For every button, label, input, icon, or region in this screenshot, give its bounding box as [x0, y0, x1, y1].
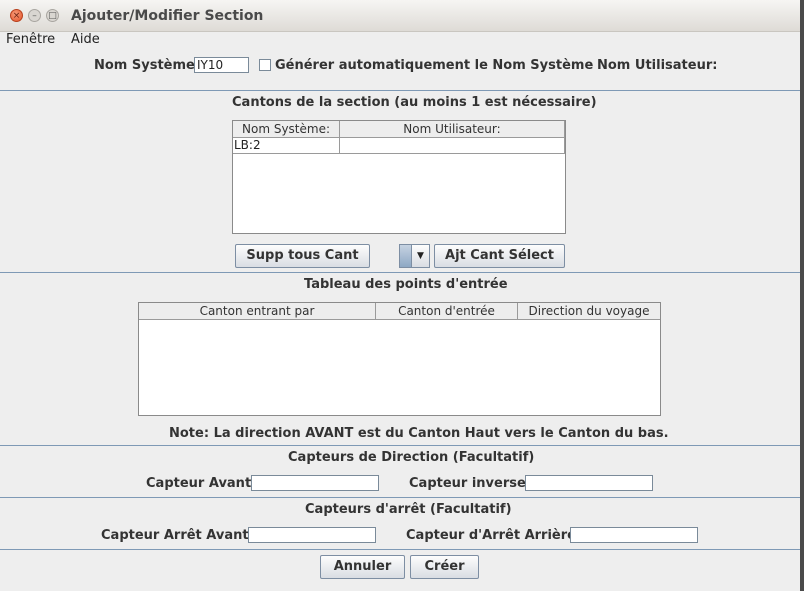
- table-cell[interactable]: LB:2: [233, 138, 340, 154]
- auto-generate-label: Générer automatiquement le Nom Système: [275, 58, 594, 73]
- remove-all-blocks-button[interactable]: Supp tous Cant: [235, 244, 370, 268]
- user-name-label: Nom Utilisateur:: [597, 58, 718, 73]
- menu-fenetre[interactable]: Fenêtre: [6, 32, 56, 47]
- reverse-sensor-label: Capteur inverse:: [409, 476, 532, 491]
- entry-points-table[interactable]: Canton entrant par Canton d'entrée Direc…: [138, 302, 661, 416]
- entry-points-heading: Tableau des points d'entrée: [304, 277, 508, 292]
- separator: [0, 90, 800, 91]
- close-icon[interactable]: ×: [10, 9, 23, 22]
- block-select-combo[interactable]: ▼: [399, 244, 430, 268]
- window-title: Ajouter/Modifier Section: [71, 8, 264, 24]
- system-name-label: Nom Système:: [94, 58, 201, 73]
- minimize-icon[interactable]: –: [28, 9, 41, 22]
- title-bar[interactable]: × – □ Ajouter/Modifier Section: [0, 0, 800, 32]
- system-name-input[interactable]: IY10: [194, 57, 249, 73]
- auto-generate-checkbox[interactable]: [259, 59, 271, 71]
- table-cell[interactable]: [340, 138, 565, 154]
- combo-value: [400, 245, 412, 267]
- cancel-button[interactable]: Annuler: [320, 555, 405, 579]
- maximize-icon[interactable]: □: [46, 9, 59, 22]
- forward-sensor-label: Capteur Avant:: [146, 476, 257, 491]
- forward-sensor-input[interactable]: [251, 475, 379, 491]
- add-selected-block-button[interactable]: Ajt Cant Sélect: [434, 244, 565, 268]
- separator: [0, 445, 800, 446]
- stop-reverse-sensor-input[interactable]: [570, 527, 698, 543]
- column-header-user-name[interactable]: Nom Utilisateur:: [340, 121, 565, 138]
- menu-bar: Fenêtre Aide: [0, 31, 800, 50]
- separator: [0, 497, 800, 498]
- direction-note: Note: La direction AVANT est du Canton H…: [169, 426, 669, 441]
- stop-sensors-heading: Capteurs d'arrêt (Facultatif): [305, 502, 512, 517]
- stop-reverse-sensor-label: Capteur d'Arrêt Arrière:: [406, 528, 582, 543]
- column-header-entering-from[interactable]: Canton entrant par: [139, 303, 376, 320]
- chevron-down-icon[interactable]: ▼: [411, 245, 429, 267]
- column-header-direction[interactable]: Direction du voyage: [518, 303, 660, 320]
- blocks-heading: Cantons de la section (au moins 1 est né…: [232, 95, 597, 110]
- menu-aide[interactable]: Aide: [71, 32, 100, 47]
- reverse-sensor-input[interactable]: [525, 475, 653, 491]
- separator: [0, 549, 800, 550]
- column-header-system-name[interactable]: Nom Système:: [233, 121, 340, 138]
- create-button[interactable]: Créer: [410, 555, 479, 579]
- separator: [0, 272, 800, 273]
- stop-forward-sensor-label: Capteur Arrêt Avant :: [101, 528, 259, 543]
- column-header-entry-block[interactable]: Canton d'entrée: [376, 303, 518, 320]
- direction-sensors-heading: Capteurs de Direction (Facultatif): [288, 450, 535, 465]
- background-window-edge: [800, 0, 804, 591]
- stop-forward-sensor-input[interactable]: [248, 527, 376, 543]
- blocks-table[interactable]: Nom Système: Nom Utilisateur: LB:2: [232, 120, 566, 234]
